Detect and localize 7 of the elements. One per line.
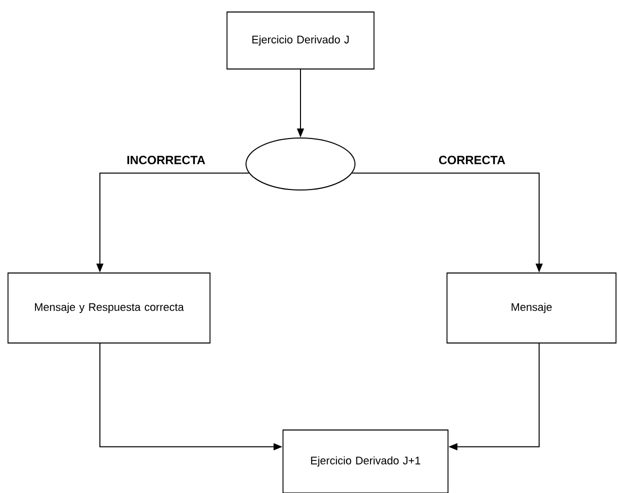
process-box: Ejercicio Derivado J+1 <box>282 430 448 493</box>
process-box: Mensaje y Respuesta correcta <box>8 272 210 344</box>
edge-label: CORRECTA <box>438 154 506 166</box>
process-box: Ejercicio Derivado J <box>226 12 374 70</box>
process-box: Mensaje <box>446 272 616 344</box>
decision-ellipse <box>246 138 356 190</box>
edge-label: INCORRECTA <box>126 154 206 166</box>
